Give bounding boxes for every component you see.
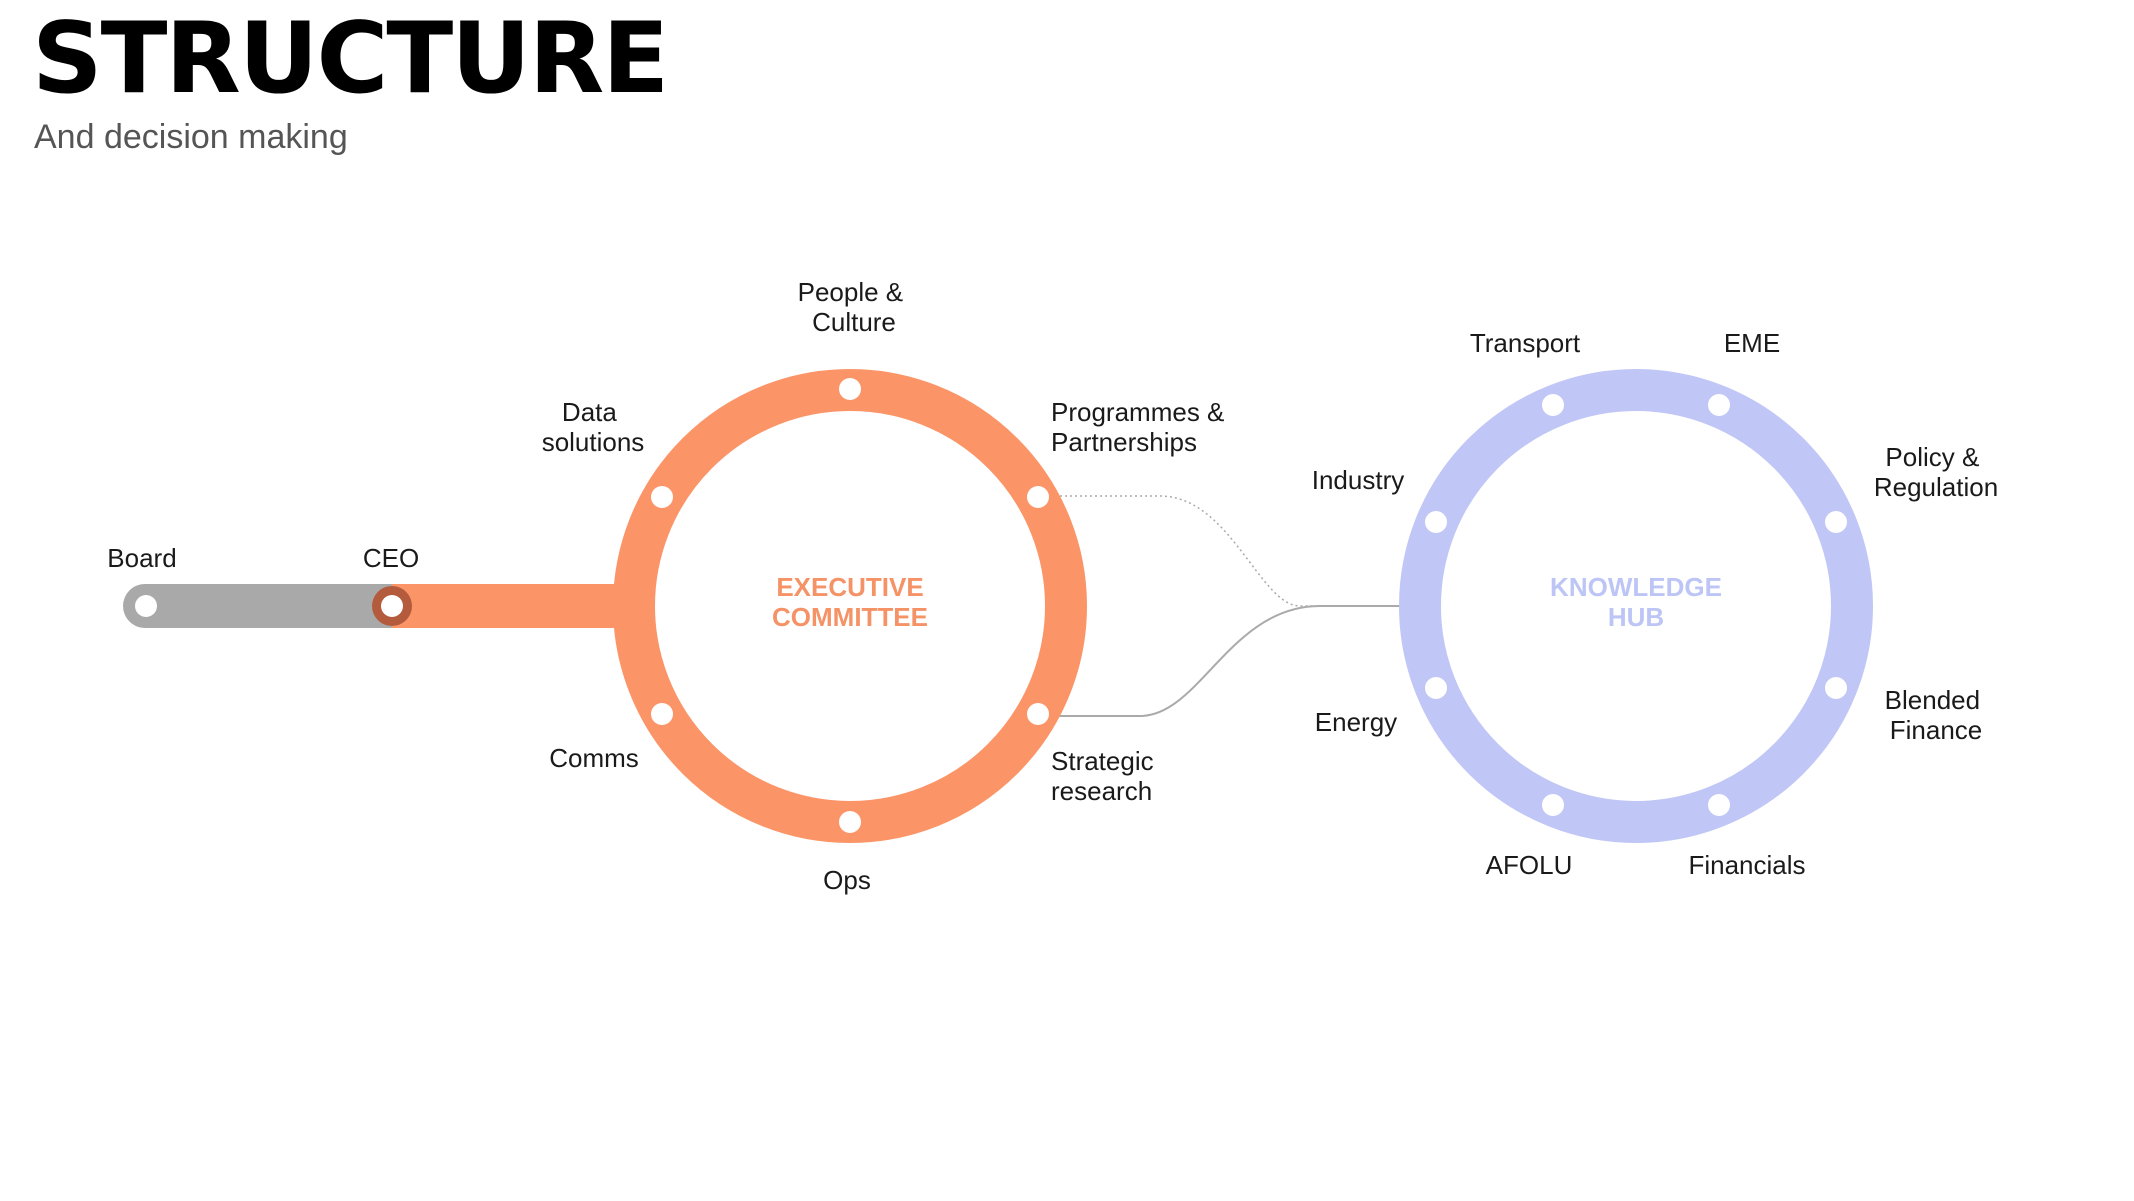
ceo-label: CEO <box>363 543 419 573</box>
industry-node[interactable] <box>1425 511 1447 533</box>
people-culture-label: People & Culture <box>798 277 911 337</box>
page-title: STRUCTURE <box>32 2 669 116</box>
policy-regulation-node[interactable] <box>1825 511 1847 533</box>
connector-dotted <box>1040 495 1400 607</box>
ops-label: Ops <box>823 865 871 895</box>
executive-committee-title-1: EXECUTIVE <box>776 572 923 602</box>
knowledge-hub-ring <box>1399 369 1873 843</box>
industry-label: Industry <box>1312 465 1405 495</box>
executive-committee-title-2: COMMITTEE <box>772 602 928 632</box>
transport-node[interactable] <box>1542 394 1564 416</box>
data-solutions-node[interactable] <box>651 486 673 508</box>
data-solutions-label: Data solutions <box>542 397 645 457</box>
afolu-label: AFOLU <box>1486 850 1573 880</box>
financials-node[interactable] <box>1708 794 1730 816</box>
afolu-node[interactable] <box>1542 794 1564 816</box>
transport-label: Transport <box>1470 328 1581 358</box>
blended-finance-label: Blended Finance <box>1885 685 1988 745</box>
ceo-node-center <box>381 595 403 617</box>
comms-label: Comms <box>549 743 639 773</box>
ops-node[interactable] <box>839 811 861 833</box>
knowledge-hub-title-2: HUB <box>1608 602 1664 632</box>
eme-label: EME <box>1724 328 1780 358</box>
connector-solid <box>1040 605 1400 717</box>
strategic-research-node[interactable] <box>1027 703 1049 725</box>
board-label: Board <box>107 543 176 573</box>
energy-node[interactable] <box>1425 677 1447 699</box>
page-subtitle: And decision making <box>34 118 348 156</box>
board-node[interactable] <box>135 595 157 617</box>
energy-label: Energy <box>1315 707 1397 737</box>
blended-finance-node[interactable] <box>1825 677 1847 699</box>
programmes-label: Programmes & Partnerships <box>1051 397 1232 457</box>
eme-node[interactable] <box>1708 394 1730 416</box>
programmes-node[interactable] <box>1027 486 1049 508</box>
people-culture-node[interactable] <box>839 378 861 400</box>
financials-label: Financials <box>1688 850 1805 880</box>
strategic-research-label: Strategic research <box>1051 746 1161 806</box>
knowledge-hub-title-1: KNOWLEDGE <box>1550 572 1722 602</box>
comms-node[interactable] <box>651 703 673 725</box>
policy-regulation-label: Policy & Regulation <box>1874 442 1998 502</box>
